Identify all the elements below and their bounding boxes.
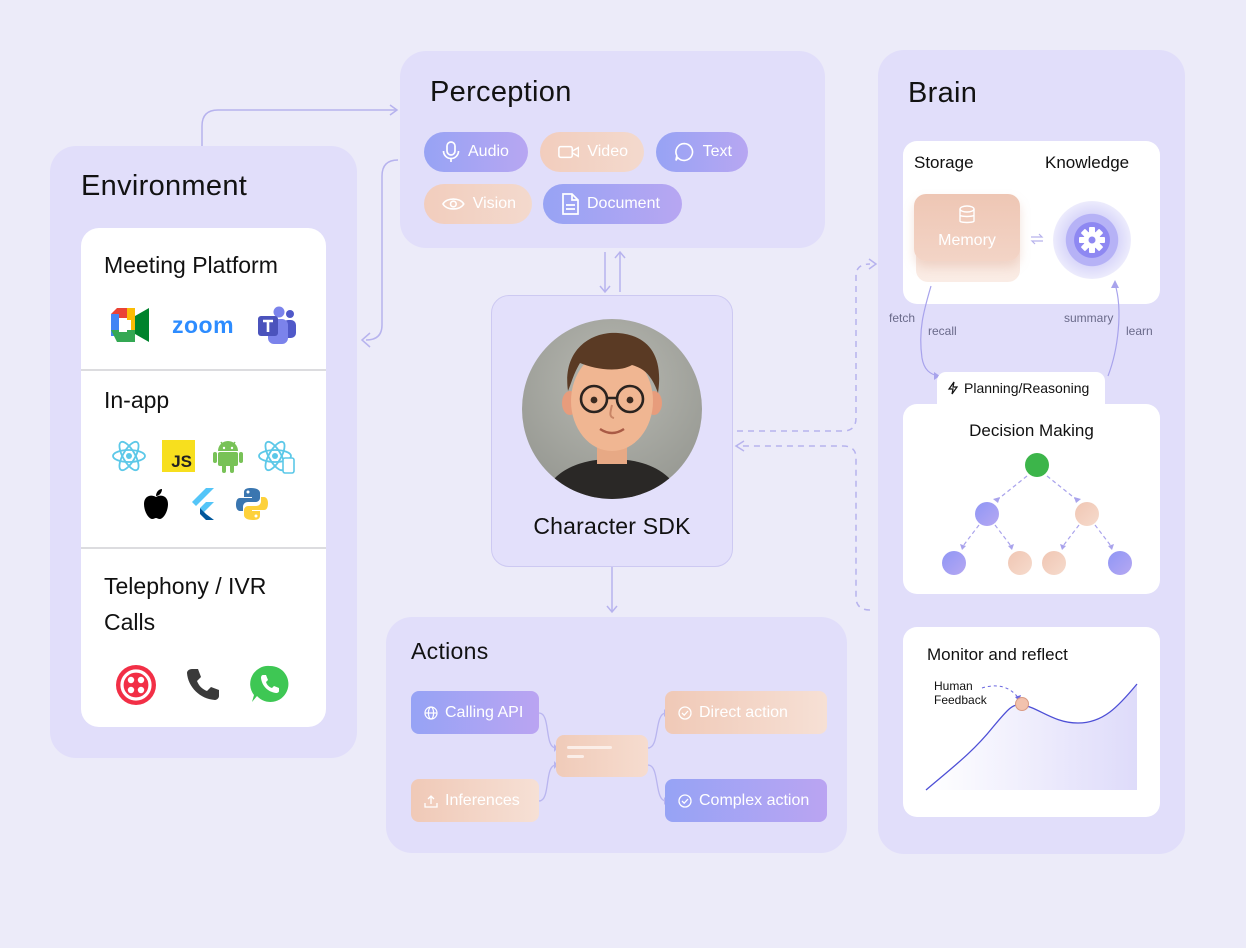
section-divider xyxy=(81,369,326,371)
learn-label: learn xyxy=(1126,324,1153,338)
inferences-label: Inferences xyxy=(445,791,520,809)
brain-title: Brain xyxy=(908,77,978,109)
twilio-icon[interactable] xyxy=(115,664,157,706)
complex-action-label: Complex action xyxy=(699,791,810,809)
human-feedback-line2: Feedback xyxy=(934,693,987,707)
gear-icon xyxy=(1079,227,1105,253)
chip-audio-label: Audio xyxy=(468,143,509,160)
apple-icon[interactable] xyxy=(141,487,171,521)
chip-text[interactable]: Text xyxy=(656,132,748,172)
database-icon xyxy=(959,205,975,224)
knowledge-gear[interactable] xyxy=(1053,201,1131,279)
flutter-icon[interactable] xyxy=(190,488,216,520)
javascript-label: JS xyxy=(171,452,192,471)
direct-action-button[interactable]: Direct action xyxy=(665,691,827,734)
react-icon[interactable] xyxy=(111,439,147,473)
human-feedback-label: Human Feedback xyxy=(934,679,987,707)
character-avatar[interactable] xyxy=(522,319,702,499)
sync-arrows-icon xyxy=(1029,231,1045,247)
meeting-platform-title: Meeting Platform xyxy=(104,252,278,278)
microphone-icon xyxy=(442,141,460,162)
actions-title: Actions xyxy=(411,638,489,664)
teams-icon[interactable] xyxy=(256,306,296,344)
inferences-button[interactable]: Inferences xyxy=(411,779,539,822)
perception-title: Perception xyxy=(430,76,572,108)
phone-icon[interactable] xyxy=(185,666,221,702)
memory-block[interactable]: Memory xyxy=(914,194,1020,261)
section-divider xyxy=(81,547,326,549)
chip-document[interactable]: Document xyxy=(543,184,682,224)
knowledge-label: Knowledge xyxy=(1045,153,1130,172)
chip-vision-label: Vision xyxy=(472,195,516,212)
direct-action-label: Direct action xyxy=(699,703,788,721)
zoom-wordmark: zoom xyxy=(171,311,235,338)
chat-bubble-icon xyxy=(675,142,694,162)
whatsapp-icon[interactable] xyxy=(250,664,290,704)
eye-icon xyxy=(442,198,465,210)
decision-leaf-node[interactable] xyxy=(942,551,966,575)
telephony-title: Telephony / IVR Calls xyxy=(104,573,267,635)
react-native-icon[interactable] xyxy=(257,438,297,474)
google-meet-icon[interactable] xyxy=(111,308,149,342)
human-feedback-point[interactable] xyxy=(1015,697,1029,711)
summary-label: summary xyxy=(1064,311,1114,325)
decision-tree-edges xyxy=(960,475,1114,550)
complex-action-button[interactable]: Complex action xyxy=(665,779,827,822)
monitor-reflect-title: Monitor and reflect xyxy=(927,645,1068,664)
decision-leaf-node[interactable] xyxy=(1108,551,1132,575)
decision-leaf-node[interactable] xyxy=(1008,551,1032,575)
check-circle-icon xyxy=(678,705,692,720)
recall-label: recall xyxy=(928,324,957,338)
human-feedback-line1: Human xyxy=(934,679,973,693)
video-camera-icon xyxy=(558,145,580,159)
globe-icon xyxy=(424,705,438,720)
javascript-icon[interactable]: JS xyxy=(162,440,195,472)
chip-text-label: Text xyxy=(702,143,732,160)
check-circle-icon xyxy=(678,793,692,808)
document-icon xyxy=(562,193,579,215)
calling-api-button[interactable]: Calling API xyxy=(411,691,539,734)
decision-root-node[interactable] xyxy=(1025,453,1049,477)
in-app-title: In-app xyxy=(104,387,170,413)
android-icon[interactable] xyxy=(213,439,243,473)
decision-leaf-node[interactable] xyxy=(1042,551,1066,575)
chip-video[interactable]: Video xyxy=(540,132,644,172)
planning-reasoning-label: Planning/Reasoning xyxy=(964,380,1090,396)
feedback-curve xyxy=(925,683,1138,791)
decision-node[interactable] xyxy=(1075,502,1099,526)
environment-title: Environment xyxy=(81,170,248,202)
decision-node[interactable] xyxy=(975,502,999,526)
chip-vision[interactable]: Vision xyxy=(424,184,532,224)
zoom-icon[interactable]: zoom xyxy=(169,312,237,338)
memory-label: Memory xyxy=(938,232,996,249)
environment-card: Meeting Platform zoom In-app JS xyxy=(81,228,326,727)
chip-video-label: Video xyxy=(587,143,628,160)
chip-document-label: Document xyxy=(587,195,660,212)
processing-card xyxy=(556,735,648,777)
character-sdk-title: Character SDK xyxy=(533,513,691,539)
action-connectors xyxy=(538,709,668,805)
calling-api-label: Calling API xyxy=(445,703,524,721)
decision-making-title: Decision Making xyxy=(969,421,1094,440)
planning-reasoning-tab[interactable]: Planning/Reasoning xyxy=(937,372,1105,404)
fetch-label: fetch xyxy=(889,311,916,325)
chip-audio[interactable]: Audio xyxy=(424,132,528,172)
upload-icon xyxy=(424,794,438,808)
processing-line xyxy=(567,746,612,749)
lightning-icon xyxy=(947,381,959,395)
processing-line xyxy=(567,755,584,758)
python-icon[interactable] xyxy=(235,487,269,521)
storage-label: Storage xyxy=(914,153,974,172)
